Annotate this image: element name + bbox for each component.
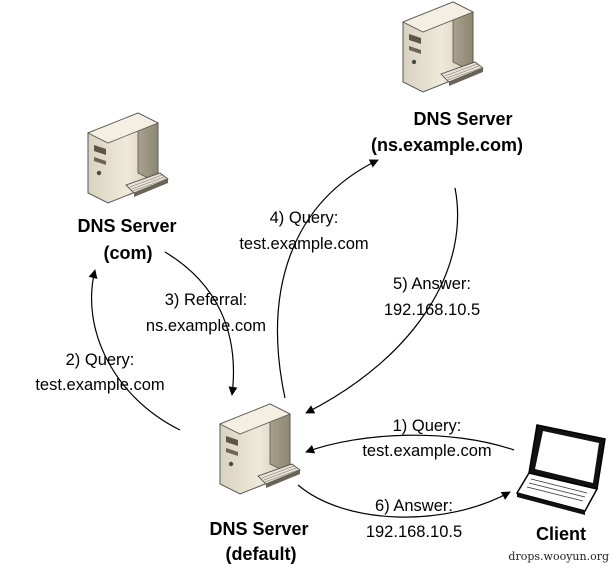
node-top-name: DNS Server xyxy=(413,109,512,129)
arrow-step-3 xyxy=(164,251,238,396)
arrow-step-5 xyxy=(305,187,459,414)
step-2-line-1: 2) Query: xyxy=(66,351,135,369)
step-6-line-2: 192.168.10.5 xyxy=(366,523,462,541)
node-left-sub: (com) xyxy=(104,243,153,263)
step-4-line-2: test.example.com xyxy=(239,235,368,253)
laptop-icon xyxy=(516,424,606,516)
node-left-name: DNS Server xyxy=(77,216,176,236)
watermark: drops.wooyun.org xyxy=(508,550,609,563)
arrow-step-1 xyxy=(305,434,515,454)
node-top-sub: (ns.example.com) xyxy=(371,135,523,155)
step-3-label: 3) Referral: ns.example.com xyxy=(146,291,266,335)
arrow-step-6 xyxy=(297,484,511,518)
server-tower-icon xyxy=(402,1,484,93)
step-1-line-2: test.example.com xyxy=(362,442,491,460)
node-default-sub: (default) xyxy=(226,544,297,564)
arrow-step-2 xyxy=(88,269,181,431)
step-1-label: 1) Query: test.example.com xyxy=(362,417,491,460)
step-4-label: 4) Query: test.example.com xyxy=(239,209,368,253)
step-5-line-2: 192.168.10.5 xyxy=(384,301,480,319)
step-5-label: 5) Answer: 192.168.10.5 xyxy=(384,275,480,319)
node-default-name: DNS Server xyxy=(209,519,308,539)
step-6-line-1: 6) Answer: xyxy=(375,497,453,515)
step-1-line-1: 1) Query: xyxy=(393,417,462,435)
server-tower-icon xyxy=(87,112,169,204)
step-2-line-2: test.example.com xyxy=(35,376,164,394)
server-tower-icon xyxy=(219,403,301,495)
step-2-label: 2) Query: test.example.com xyxy=(35,351,164,394)
step-6-label: 6) Answer: 192.168.10.5 xyxy=(366,497,462,541)
step-4-line-1: 4) Query: xyxy=(270,209,339,227)
step-3-line-2: ns.example.com xyxy=(146,317,266,335)
node-client-name: Client xyxy=(536,524,586,544)
step-3-line-1: 3) Referral: xyxy=(165,291,248,309)
arrow-step-4 xyxy=(276,159,379,399)
step-5-line-1: 5) Answer: xyxy=(393,275,471,293)
